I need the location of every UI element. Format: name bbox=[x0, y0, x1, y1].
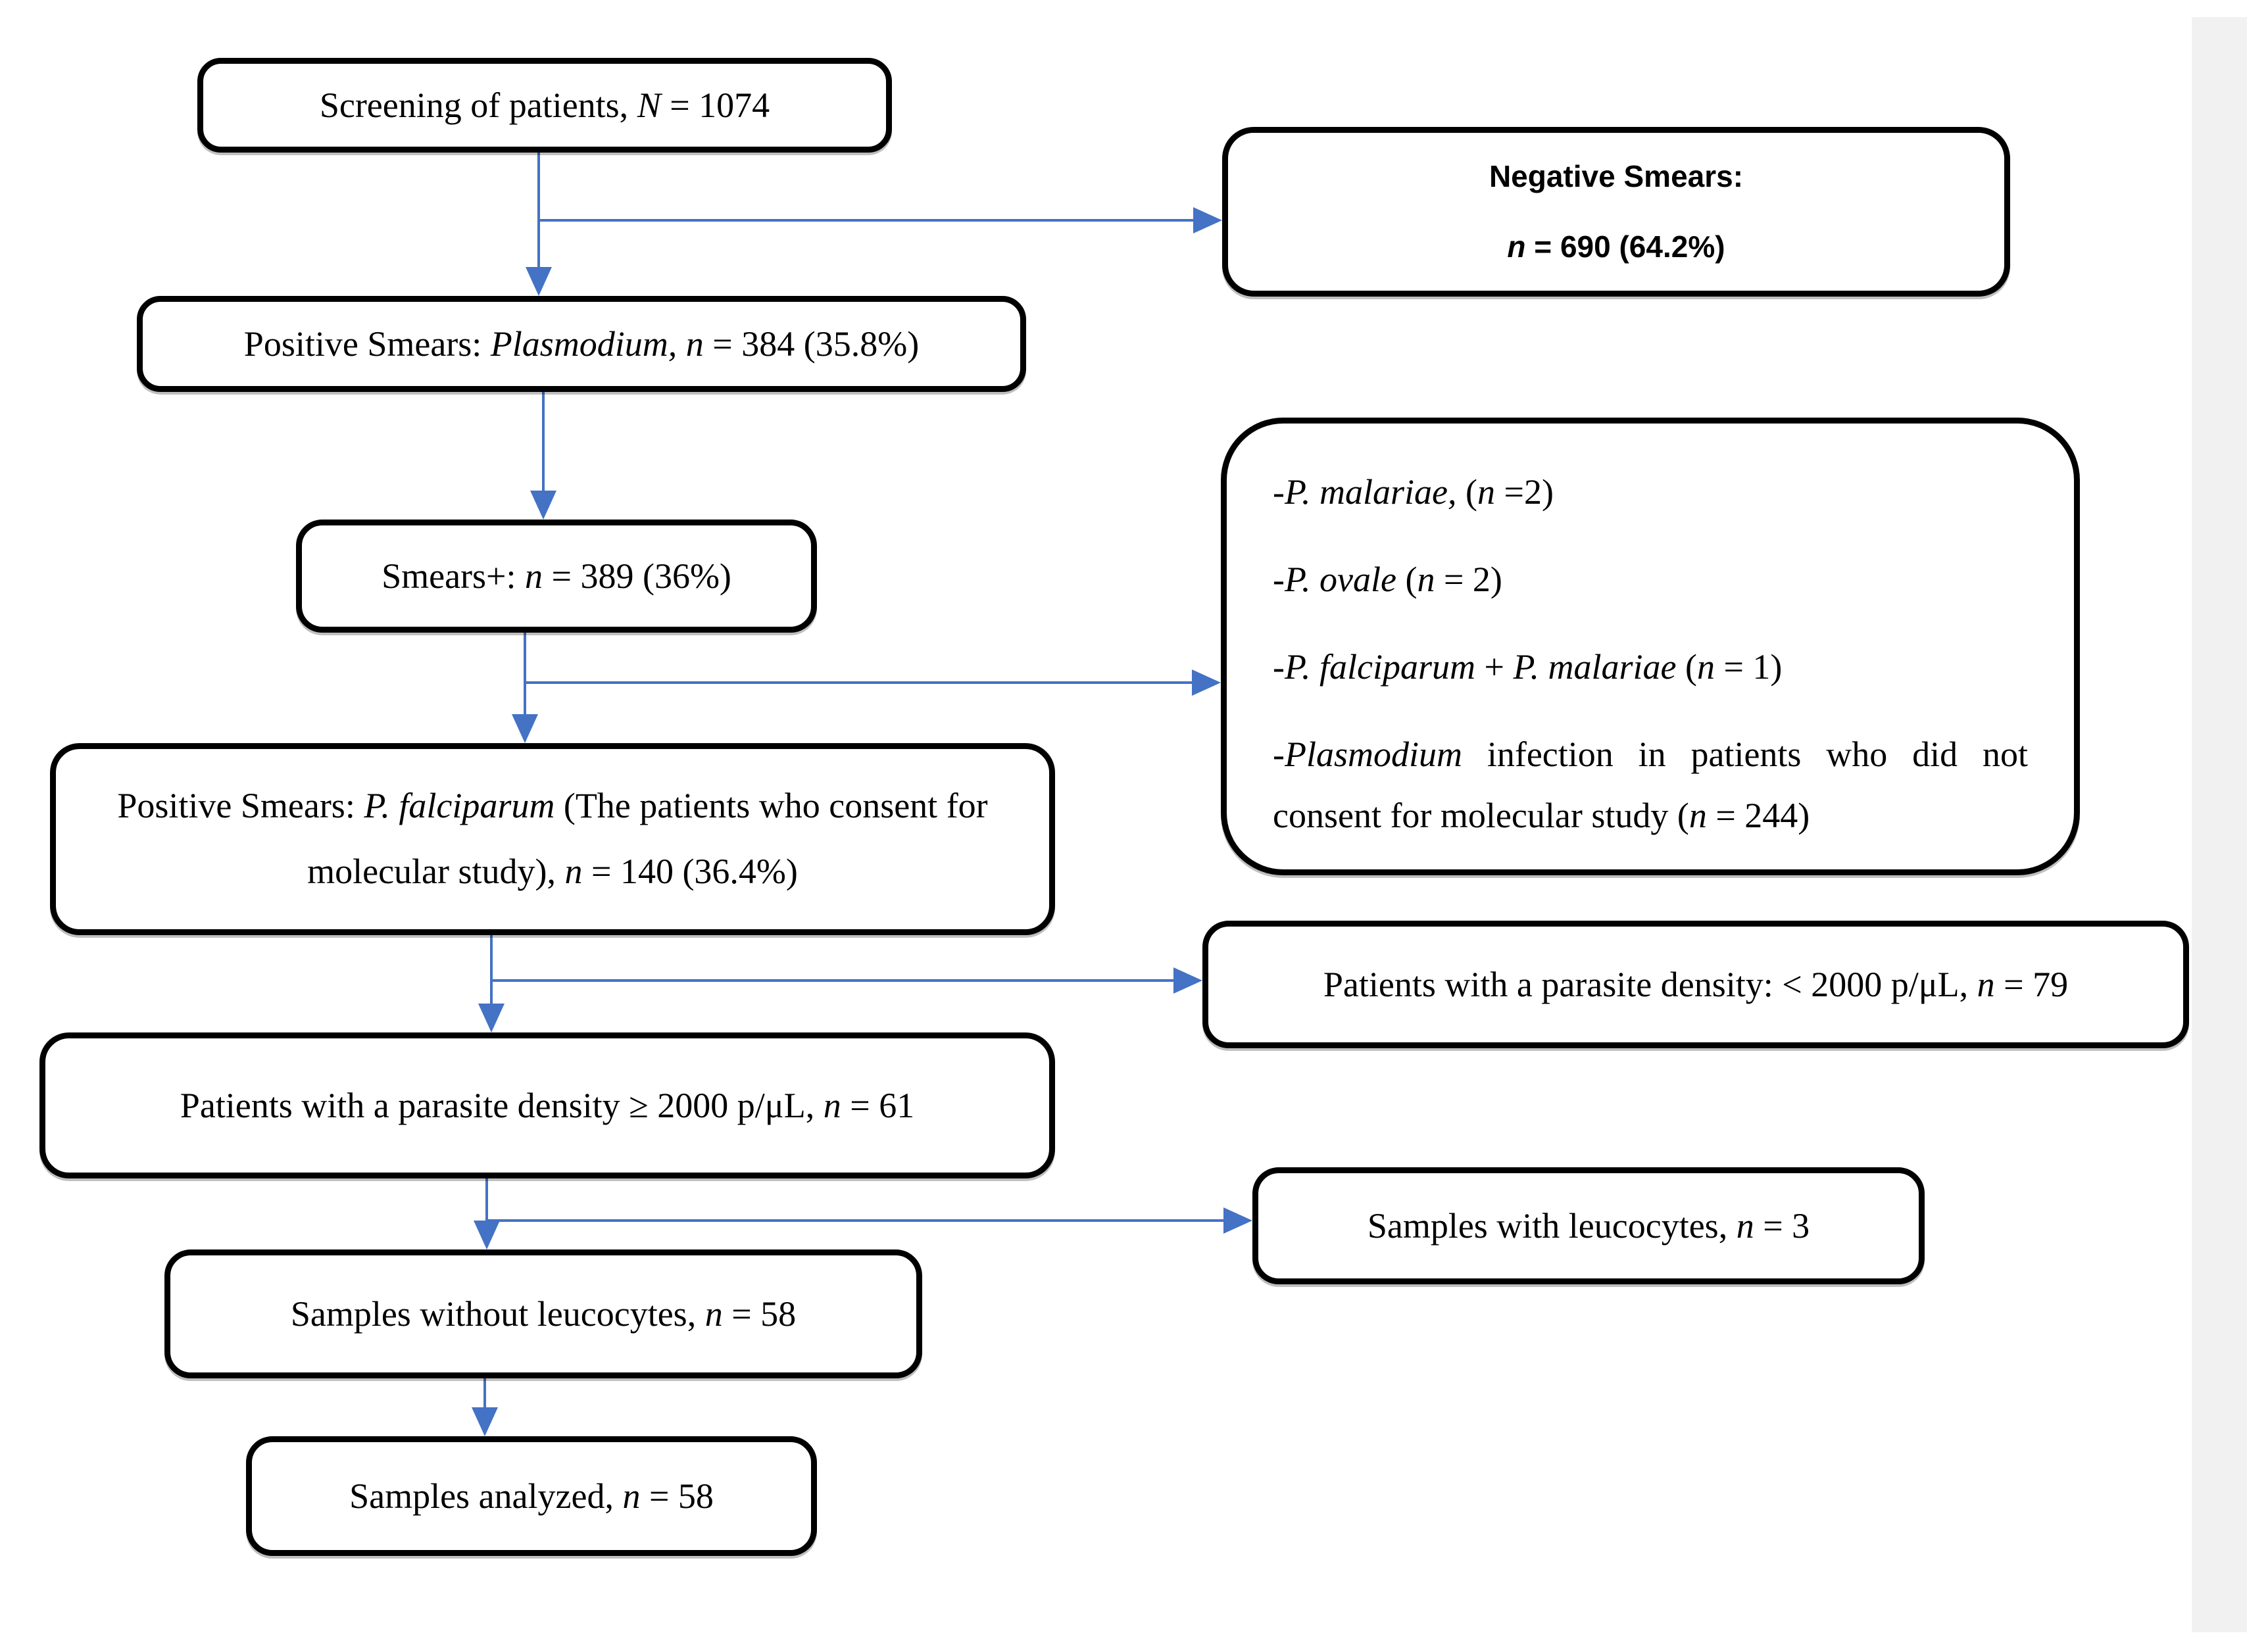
node-negative-smears: Negative Smears: n = 690 (64.2%) bbox=[1222, 127, 2010, 297]
connector-line bbox=[542, 392, 545, 491]
node-negative-smears-count: n = 690 (64.2%) bbox=[1507, 230, 1725, 264]
node-screening: Screening of patients, N = 1074 bbox=[197, 58, 892, 153]
arrow-down-icon bbox=[530, 491, 556, 520]
page-edge-strip bbox=[2192, 17, 2247, 1632]
node-low-density: Patients with a parasite density: < 2000… bbox=[1202, 921, 2189, 1048]
arrow-down-icon bbox=[512, 714, 538, 743]
exclusion-item: -P. falciparum + P. malariae (n = 1) bbox=[1273, 646, 1783, 687]
connector-line bbox=[537, 153, 540, 267]
node-positive-falciparum: Positive Smears: P. falciparum (The pati… bbox=[50, 743, 1055, 935]
arrow-down-icon bbox=[526, 267, 552, 296]
node-screening-label: Screening of patients, N = 1074 bbox=[319, 85, 770, 125]
arrow-right-icon bbox=[1192, 669, 1221, 696]
node-high-density: Patients with a parasite density ≥ 2000 … bbox=[39, 1032, 1055, 1178]
connector-line bbox=[524, 633, 526, 714]
connector-line bbox=[483, 1378, 486, 1407]
arrow-down-icon bbox=[472, 1407, 498, 1436]
arrow-down-icon bbox=[474, 1221, 500, 1249]
connector-line bbox=[525, 681, 1192, 684]
arrow-right-icon bbox=[1173, 967, 1202, 994]
arrow-right-icon bbox=[1223, 1207, 1252, 1234]
node-without-leucocytes-label: Samples without leucocytes, n = 58 bbox=[290, 1294, 797, 1334]
node-with-leucocytes-label: Samples with leucocytes, n = 3 bbox=[1367, 1205, 1810, 1246]
connector-line bbox=[491, 979, 1173, 982]
node-exclusions: -P. malariae, (n =2) -P. ovale (n = 2) -… bbox=[1221, 418, 2080, 875]
arrow-right-icon bbox=[1193, 207, 1222, 233]
node-positive-falciparum-label: Positive Smears: P. falciparum (The pati… bbox=[117, 786, 988, 891]
connector-line bbox=[490, 935, 493, 1004]
node-analyzed-label: Samples analyzed, n = 58 bbox=[349, 1476, 714, 1516]
connector-line bbox=[487, 1219, 1223, 1222]
exclusion-item: -P. ovale (n = 2) bbox=[1273, 559, 1502, 599]
exclusion-item: -Plasmodium infection in patients who di… bbox=[1273, 734, 2028, 835]
node-with-leucocytes: Samples with leucocytes, n = 3 bbox=[1252, 1167, 1925, 1284]
connector-line bbox=[485, 1178, 488, 1221]
arrow-down-icon bbox=[478, 1004, 505, 1032]
node-analyzed: Samples analyzed, n = 58 bbox=[246, 1436, 817, 1556]
connector-line bbox=[539, 219, 1193, 222]
node-positive-plasmodium: Positive Smears: Plasmodium, n = 384 (35… bbox=[137, 296, 1026, 392]
node-smears-plus-label: Smears+: n = 389 (36%) bbox=[382, 556, 731, 596]
node-smears-plus: Smears+: n = 389 (36%) bbox=[296, 520, 817, 633]
exclusion-item: -P. malariae, (n =2) bbox=[1273, 472, 1554, 512]
node-high-density-label: Patients with a parasite density ≥ 2000 … bbox=[180, 1085, 915, 1125]
node-positive-plasmodium-label: Positive Smears: Plasmodium, n = 384 (35… bbox=[243, 324, 920, 364]
node-low-density-label: Patients with a parasite density: < 2000… bbox=[1323, 964, 2069, 1004]
node-negative-smears-title: Negative Smears: bbox=[1489, 159, 1744, 194]
node-without-leucocytes: Samples without leucocytes, n = 58 bbox=[164, 1249, 922, 1378]
